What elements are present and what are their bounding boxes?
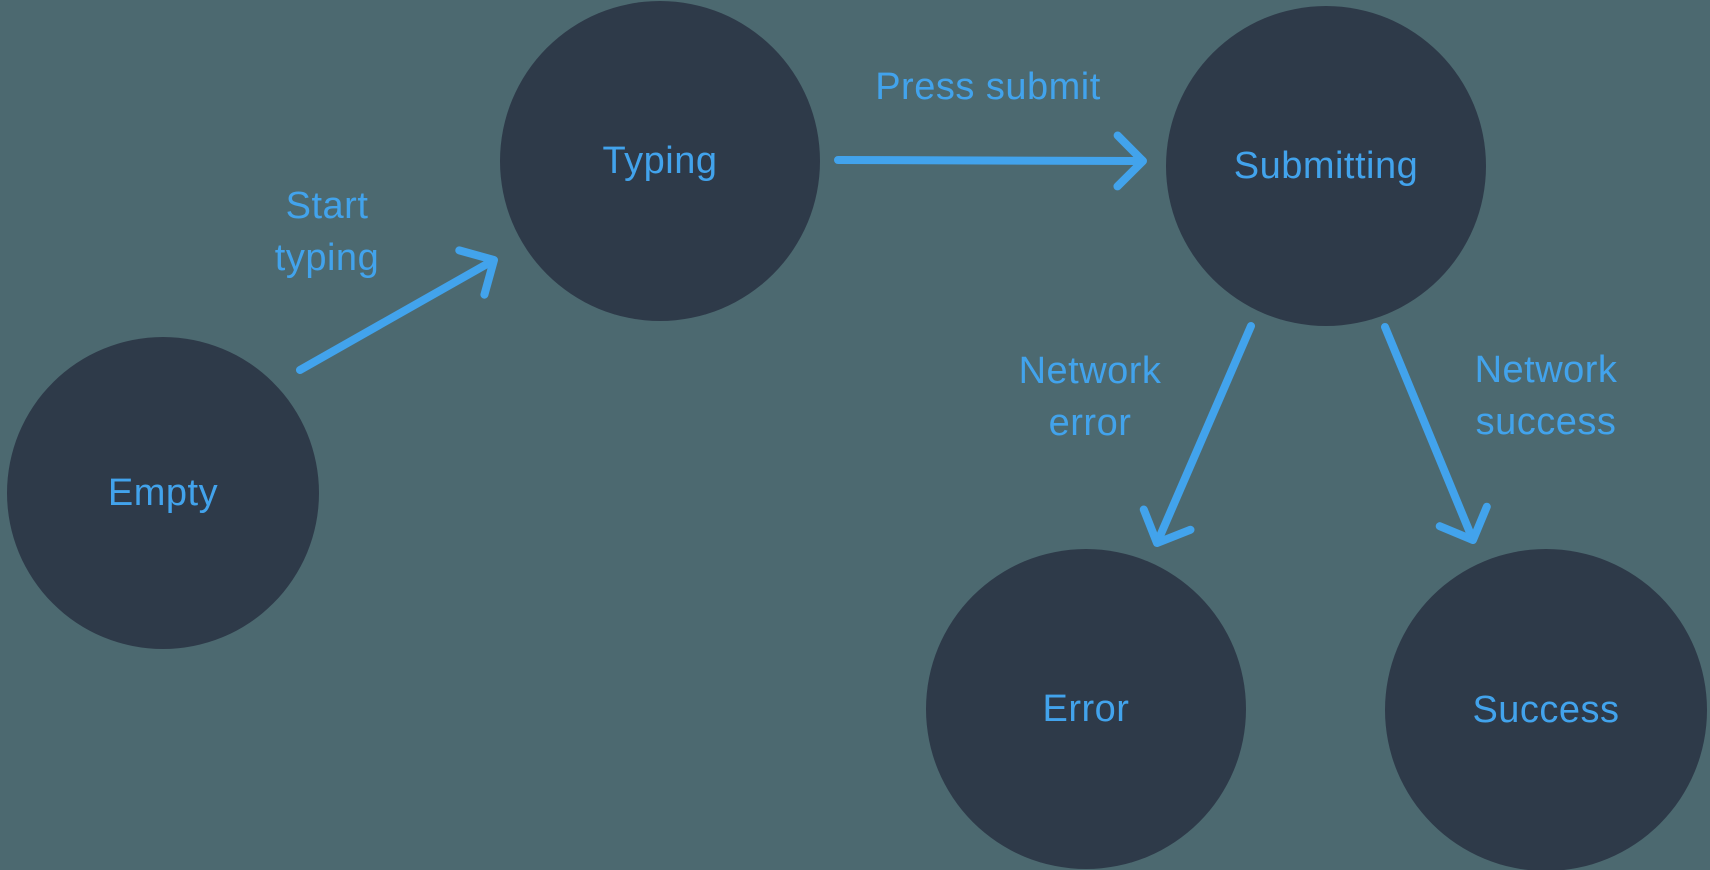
state-label: Success — [1472, 688, 1620, 731]
arrowhead-icon — [1113, 131, 1147, 191]
transition-label-network-success: Network success — [1475, 344, 1618, 448]
state-node-typing: Typing — [500, 1, 820, 321]
arrowhead-icon — [455, 246, 498, 299]
state-label: Submitting — [1233, 144, 1419, 187]
transition-label-line: typing — [274, 237, 380, 279]
transition-label-line: Press submit — [875, 66, 1101, 108]
arrowhead-icon — [1435, 502, 1491, 544]
state-node-success: Success — [1385, 549, 1707, 870]
state-node-empty: Empty — [7, 337, 319, 649]
transition-label-network-error: Network error — [1019, 345, 1162, 449]
transition-label-press-submit: Press submit — [875, 61, 1101, 113]
transition-label-line: Start — [285, 185, 369, 227]
transition-arrow-network-error — [1139, 322, 1255, 547]
transition-label-line: success — [1475, 401, 1617, 443]
transition-label-line: Network — [1474, 349, 1618, 391]
transition-label-start-typing: Start typing — [275, 180, 379, 284]
transition-label-line: Network — [1018, 350, 1162, 392]
arrowhead-icon — [1139, 505, 1195, 547]
transition-label-line: error — [1048, 402, 1132, 444]
state-label: Empty — [107, 471, 219, 514]
state-label: Error — [1042, 687, 1130, 730]
state-node-error: Error — [926, 549, 1246, 869]
state-node-submitting: Submitting — [1166, 6, 1486, 326]
transition-arrow-press-submit — [834, 131, 1147, 191]
transition-arrow-start-typing — [296, 246, 498, 374]
state-label: Typing — [602, 139, 718, 182]
transition-arrow-network-success — [1381, 323, 1491, 544]
